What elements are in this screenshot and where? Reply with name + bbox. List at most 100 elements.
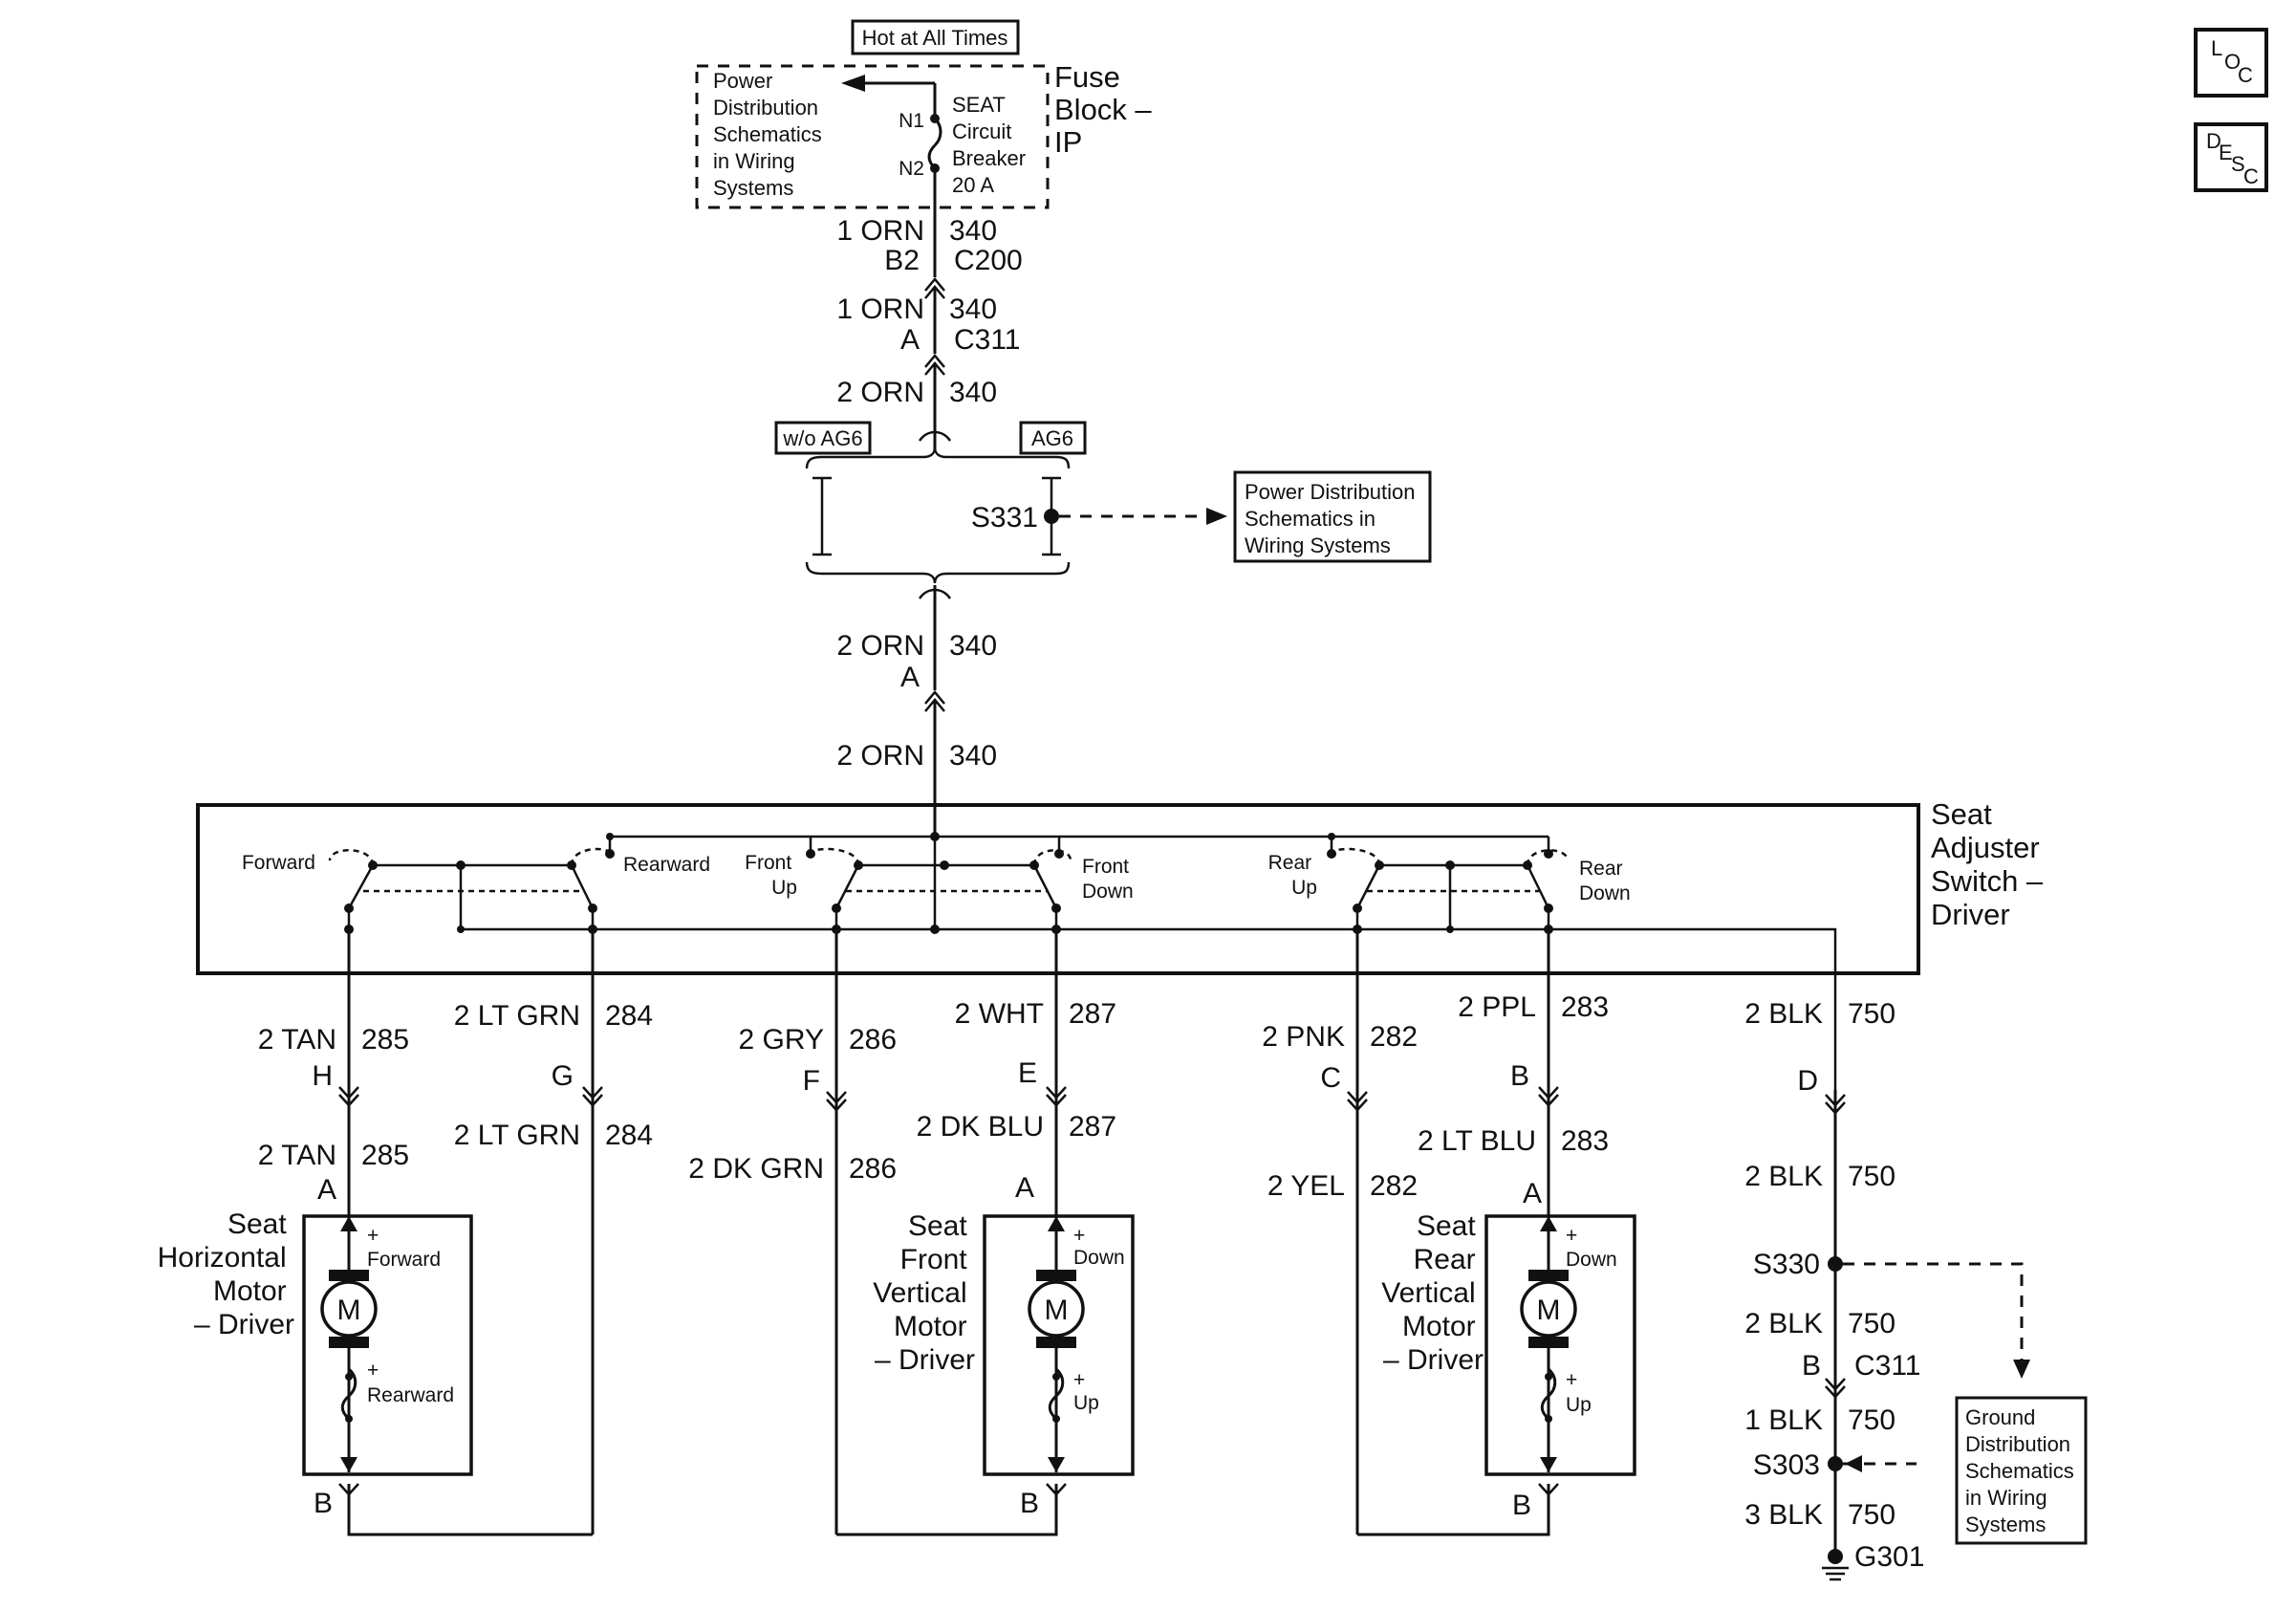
- contact-point: [940, 860, 949, 870]
- connector-h-symbol: [338, 1086, 359, 1107]
- loc-icon-frame[interactable]: [2194, 28, 2268, 98]
- connector-pin-b: B: [1510, 1060, 1529, 1092]
- connector-pin-g: G: [552, 1060, 574, 1092]
- circuit-label-340: 340: [949, 740, 997, 772]
- desc-letter: S: [2231, 152, 2245, 176]
- wire-label-2dkblu: 2 DK BLU: [917, 1111, 1044, 1143]
- motor-m-label: M: [337, 1295, 361, 1326]
- switch-supply-bus: [608, 834, 1550, 854]
- loc-icon[interactable]: L O C: [2194, 28, 2268, 98]
- ground-distribution-box: [1955, 1396, 2088, 1545]
- contact-point: [1445, 860, 1455, 870]
- horizontal-motor-box: [302, 1214, 473, 1476]
- connector-pin-e: E: [1018, 1057, 1037, 1089]
- splice-s331-dot: [1044, 509, 1059, 524]
- motor-plus-up: +: [1073, 1369, 1085, 1391]
- breaker-n2-terminal: [930, 163, 940, 173]
- front-motor-box: [983, 1214, 1135, 1476]
- contact-point: [1545, 1415, 1552, 1423]
- motor-m-label: M: [1537, 1295, 1561, 1326]
- motor-m-label: M: [1045, 1295, 1069, 1326]
- splice-s330-dot: [1828, 1256, 1843, 1272]
- hot-at-all-times-label: Hot at All Times: [862, 26, 1008, 50]
- option-ag6-section: w/o AG6 AG6 S331 Power Distribution Sche…: [774, 421, 1432, 584]
- wire-label-2tan: 2 TAN: [258, 1140, 336, 1171]
- wire-label-1orn: 1 ORN: [836, 215, 924, 247]
- connector-pin-d: D: [1797, 1065, 1818, 1097]
- rear-motor-box: [1484, 1214, 1636, 1476]
- loc-letter: C: [2238, 63, 2253, 87]
- motor-down-label: Down: [1566, 1249, 1617, 1271]
- rearward-label: Rearward: [623, 854, 710, 876]
- bus-junction: [1446, 925, 1454, 933]
- horizontal-switch-pair: Forward Rearward: [242, 847, 710, 934]
- circuit-label-286: 286: [849, 1024, 897, 1056]
- option-left-bracket: [812, 476, 832, 556]
- connector-pin-h: H: [312, 1060, 333, 1092]
- option-ag6-box: [1019, 421, 1087, 455]
- desc-letter: C: [2243, 164, 2259, 188]
- forward-label: Forward: [242, 852, 315, 874]
- circuit-label-282: 282: [1370, 1170, 1418, 1202]
- option-wo-ag6-label: w/o AG6: [782, 426, 862, 450]
- option-wo-ag6-box: [774, 421, 872, 455]
- contact-point: [345, 1415, 353, 1423]
- splice-s330-label: S330: [1753, 1249, 1820, 1280]
- splice-s303-dot: [1828, 1456, 1843, 1471]
- wire-label-2pnk: 2 PNK: [1262, 1021, 1345, 1053]
- option-top-brace: [805, 446, 1071, 469]
- connector-g-symbol: [582, 1086, 603, 1107]
- desc-icon-frame[interactable]: [2194, 122, 2268, 192]
- bus-junction: [606, 833, 614, 840]
- option-ag6-label: AG6: [1031, 426, 1073, 450]
- connector-c200-label: C200: [954, 245, 1023, 276]
- motor-pin-b: B: [1020, 1488, 1039, 1519]
- circuit-label-284: 284: [605, 1000, 653, 1032]
- splice-s303-label: S303: [1753, 1449, 1820, 1481]
- ground-g301-dot: [1828, 1549, 1843, 1564]
- motor-icon: [1520, 1280, 1577, 1338]
- arrowhead-icon: [2013, 1360, 2030, 1379]
- wire-label-2ltgrn: 2 LT GRN: [454, 1000, 580, 1032]
- wire-label-2yel: 2 YEL: [1267, 1170, 1345, 1202]
- wire-label-1blk: 1 BLK: [1744, 1404, 1823, 1436]
- hot-at-all-times-box: [851, 19, 1020, 55]
- circuit-label-750: 750: [1848, 1308, 1895, 1339]
- connector-c311-label: C311: [1854, 1350, 1921, 1382]
- switch-ground-bus: [459, 865, 1837, 1090]
- circuit-label-287: 287: [1069, 998, 1116, 1030]
- motor-brush: [329, 1270, 369, 1281]
- loc-letter: L: [2211, 36, 2222, 60]
- contact-point: [1052, 1373, 1060, 1381]
- wire-label-2orn: 2 ORN: [836, 740, 924, 772]
- desc-icon[interactable]: D E S C: [2194, 122, 2268, 192]
- arrowhead-icon: [1206, 508, 1227, 525]
- circuit-label-287: 287: [1069, 1111, 1116, 1143]
- wire-label-2blk: 2 BLK: [1744, 1308, 1823, 1339]
- connector-c-symbol: [1347, 1091, 1368, 1112]
- arrowhead-icon: [1845, 1455, 1862, 1472]
- fuse-block-dashed-outline: [695, 64, 1050, 209]
- wire-label-2blk: 2 BLK: [1744, 998, 1823, 1030]
- motor-icon: [1028, 1280, 1085, 1338]
- wire-label-2ltblu: 2 LT BLU: [1418, 1125, 1536, 1157]
- front-up-label: Front Up: [745, 852, 797, 899]
- motor-brush: [1528, 1337, 1569, 1348]
- circuit-label-340: 340: [949, 630, 997, 662]
- circuit-label-286: 286: [849, 1153, 897, 1185]
- circuit-label-750: 750: [1848, 998, 1895, 1030]
- wire-label-2dkgrn: 2 DK GRN: [688, 1153, 824, 1185]
- motor-down-label: Down: [1073, 1247, 1125, 1269]
- fuse-block-ip-label: Fuse Block – IP: [1054, 60, 1159, 159]
- motor-brush: [1036, 1337, 1076, 1348]
- contact-point: [456, 860, 466, 870]
- power-distribution-ref-text: Power Distribution Schematics in Wiring …: [713, 69, 828, 200]
- motor-brush: [1528, 1270, 1569, 1281]
- wire-label-2ppl: 2 PPL: [1458, 991, 1536, 1023]
- wire-label-2ltgrn: 2 LT GRN: [454, 1120, 580, 1151]
- loc-letter: O: [2224, 50, 2241, 74]
- connector-f-symbol: [826, 1091, 847, 1112]
- seat-circuit-breaker-label: SEAT Circuit Breaker 20 A: [952, 93, 1031, 197]
- seat-adjuster-switch: Seat Adjuster Switch – Driver: [196, 797, 2044, 1090]
